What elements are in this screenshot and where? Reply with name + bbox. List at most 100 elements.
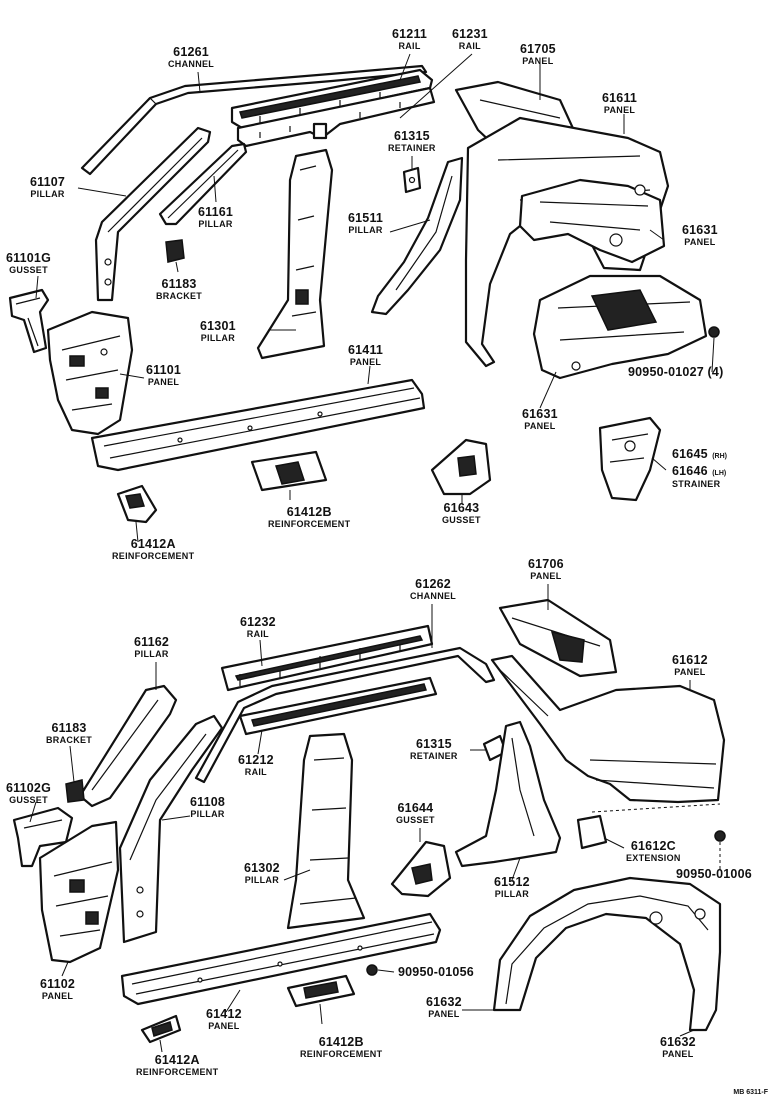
part-number: 61632 [426,995,462,1009]
label-61262: 61262 CHANNEL [410,578,456,601]
part-name: CHANNEL [410,590,457,601]
part-number: 61161 [198,205,234,219]
part-number: 61412A [130,537,176,551]
label-61183-top: 61183 BRACKET [156,278,202,301]
part-number: 61231 [452,27,488,41]
label-61512: 61512 PILLAR [494,876,530,899]
label-61646-line: 61646 (LH) [672,463,727,479]
part-number: 61102 [40,977,76,991]
pillar-61162-shape [78,684,178,808]
part-number: 61631 [522,407,558,421]
part-number: 61183 [51,721,87,735]
panel-61632-arch-shape [492,876,722,1032]
pillar-61301-shape [256,148,334,360]
part-number: 61612 [672,653,708,667]
label-61631-upper: 61631 PANEL [682,224,718,247]
part-name: PANEL [674,666,706,677]
strainer-61645-61646-shape [598,416,662,502]
panel-61411-shape [90,378,426,472]
label-61232: 61232 RAIL [240,616,276,639]
part-number: 61102G [6,781,51,795]
part-name: RETAINER [388,142,436,153]
rail-61232-shape [220,624,434,692]
label-61412B-top: 61412B REINFORCEMENT [268,506,350,529]
part-name: EXTENSION [626,852,681,863]
part-name: PANEL [428,1008,460,1019]
retainer-61315-top-shape [402,166,422,194]
part-number: 61411 [348,343,384,357]
part-name: PILLAR [30,188,65,199]
part-number: 61412B [318,1035,364,1049]
part-name: PILLAR [134,648,169,659]
part-number: 61108 [190,795,226,809]
part-number: 61512 [494,875,530,889]
channel-61262-shape [194,646,496,784]
reinforcement-61412B-bottom-shape [286,974,356,1008]
label-61302: 61302 PILLAR [244,862,280,885]
part-number: 61183 [161,277,197,291]
part-name: RAIL [246,628,269,639]
part-name: PANEL [684,236,716,247]
label-61611: 61611 PANEL [602,92,637,115]
label-61412A-top: 61412A REINFORCEMENT [112,538,194,561]
part-number: 61631 [682,223,718,237]
part-number: 61412B [286,505,332,519]
panel-61706-shape [498,598,618,678]
part-number: 61101G [6,251,51,265]
panel-61412-shape [120,912,442,1006]
part-name: PILLAR [494,888,530,899]
reference-code: MB 6311-F [733,1089,768,1096]
part-number: 61646 [672,464,708,478]
label-61612: 61612 PANEL [672,654,708,677]
label-61183-bottom: 61183 BRACKET [46,722,92,745]
label-61632-left: 61632 PANEL [426,996,462,1019]
gusset-61101G-shape [8,288,50,354]
extension-61612C-shape [576,803,721,850]
part-name: RAIL [398,40,421,51]
part-number: 61612C [630,839,676,853]
part-side: (RH) [712,453,727,460]
part-name: GUSSET [9,264,48,275]
pillar-61108-shape [118,714,224,944]
part-number: 61412 [206,1007,242,1021]
part-number: 61705 [520,42,556,56]
part-number: 61511 [348,211,384,225]
pillar-61511-shape [370,156,464,316]
part-name: PANEL [603,104,636,115]
bracket-61183-top-shape [165,239,185,263]
panel-61612-shape [490,654,726,804]
label-61161: 61161 PILLAR [198,206,233,229]
part-number: 61302 [244,861,280,875]
panel-61631-upper-shape [518,178,666,264]
part-name: PILLAR [198,218,233,229]
label-61212: 61212 RAIL [238,754,274,777]
part-name: STRAINER [672,479,721,489]
part-name: PILLAR [348,224,383,235]
bracket-61183-bottom-shape [65,779,85,803]
part-number: 61261 [173,45,209,59]
label-61412B-bottom: 61412B REINFORCEMENT [300,1036,382,1059]
rail-61212-shape [238,676,438,736]
part-number: 61315 [415,737,452,751]
part-name: RAIL [458,40,481,51]
label-61645-line: 61645 (RH) [672,446,727,462]
channel-61261-shape [80,64,428,176]
label-61101G: 61101G GUSSET [6,252,51,275]
label-61645-61646: 61645 (RH) 61646 (LH) STRAINER [672,446,727,489]
part-number: 61101 [146,363,182,377]
part-number: 90950-01027 (4) [628,365,724,379]
part-name: GUSSET [396,814,435,825]
gusset-61643-shape [430,438,492,496]
label-61643: 61643 GUSSET [442,502,481,525]
part-number: 61301 [200,319,236,333]
part-number: 90950-01056 [398,965,474,979]
label-61102: 61102 PANEL [40,978,75,1001]
part-name: GUSSET [9,794,48,805]
part-number: 90950-01006 [676,867,752,881]
label-61108: 61108 PILLAR [190,796,225,819]
pillar-61161-shape [158,142,248,226]
part-name: PILLAR [190,808,225,819]
part-number: 61315 [393,129,430,143]
label-61705: 61705 PANEL [520,43,556,66]
